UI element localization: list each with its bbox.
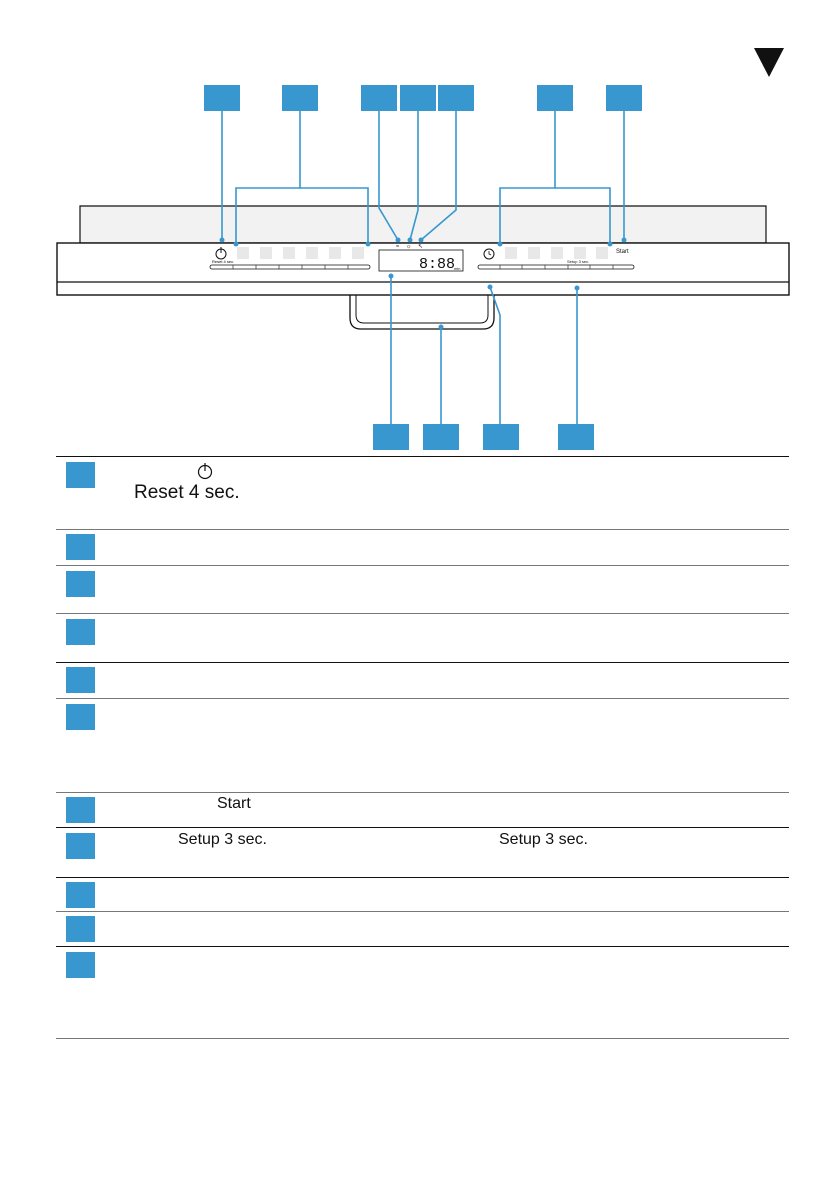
legend-number-box	[66, 916, 95, 942]
callout-box-8	[373, 424, 409, 450]
legend-number-box	[66, 952, 95, 978]
digital-display	[378, 249, 464, 272]
display-digits: 8:88	[419, 256, 455, 273]
start-small-label: Start	[616, 249, 629, 255]
reset-text: Reset 4 sec.	[134, 482, 240, 503]
legend-row-6	[56, 698, 789, 792]
legend-number-box	[66, 619, 95, 645]
door-handle	[349, 295, 495, 330]
setup-text-left: Setup 3 sec.	[178, 831, 267, 848]
legend-number-box	[66, 833, 95, 859]
callout-box-1	[204, 85, 240, 111]
svg-text:☼: ☼	[406, 244, 412, 250]
legend-row-11	[56, 946, 789, 1039]
legend-row-3	[56, 565, 789, 613]
legend-number-box	[66, 667, 95, 693]
svg-text:↖: ↖	[418, 244, 423, 250]
legend-row-8: Setup 3 sec. Setup 3 sec.	[56, 827, 789, 877]
clock-icon	[483, 248, 495, 260]
start-text: Start	[217, 795, 251, 812]
display-unit: min	[454, 266, 460, 271]
callout-box-9	[423, 424, 459, 450]
callout-box-5	[438, 85, 474, 111]
callout-box-6	[537, 85, 573, 111]
legend-row-5	[56, 662, 789, 698]
power-icon	[215, 247, 227, 260]
right-touch-strip	[477, 264, 635, 270]
callout-box-10	[483, 424, 519, 450]
callout-box-7	[606, 85, 642, 111]
legend-number-box	[66, 571, 95, 597]
setup-small-label: Setup 3 sec.	[567, 259, 589, 264]
left-touch-strip	[209, 264, 371, 270]
control-panel-diagram: Reset 4 sec. ≈ ☼ ↖ 8:88 min Start	[56, 85, 790, 450]
page-marker-icon	[754, 48, 784, 77]
legend-row-1: Reset 4 sec.	[56, 456, 789, 529]
callout-box-3	[361, 85, 397, 111]
legend-row-2	[56, 529, 789, 565]
legend-number-box	[66, 534, 95, 560]
legend-number-box	[66, 704, 95, 730]
legend-row-9	[56, 877, 789, 911]
callout-box-4	[400, 85, 436, 111]
legend-row-10	[56, 911, 789, 946]
reset-small-label: Reset 4 sec.	[212, 259, 234, 264]
callout-box-2	[282, 85, 318, 111]
setup-text-right: Setup 3 sec.	[499, 831, 588, 848]
legend-number-box	[66, 462, 95, 488]
callout-box-11	[558, 424, 594, 450]
legend-number-box	[66, 882, 95, 908]
legend-number-box	[66, 797, 95, 823]
legend-row-4	[56, 613, 789, 662]
legend-row-7: Start	[56, 792, 789, 827]
power-icon	[197, 463, 213, 480]
svg-text:≈: ≈	[396, 244, 400, 250]
